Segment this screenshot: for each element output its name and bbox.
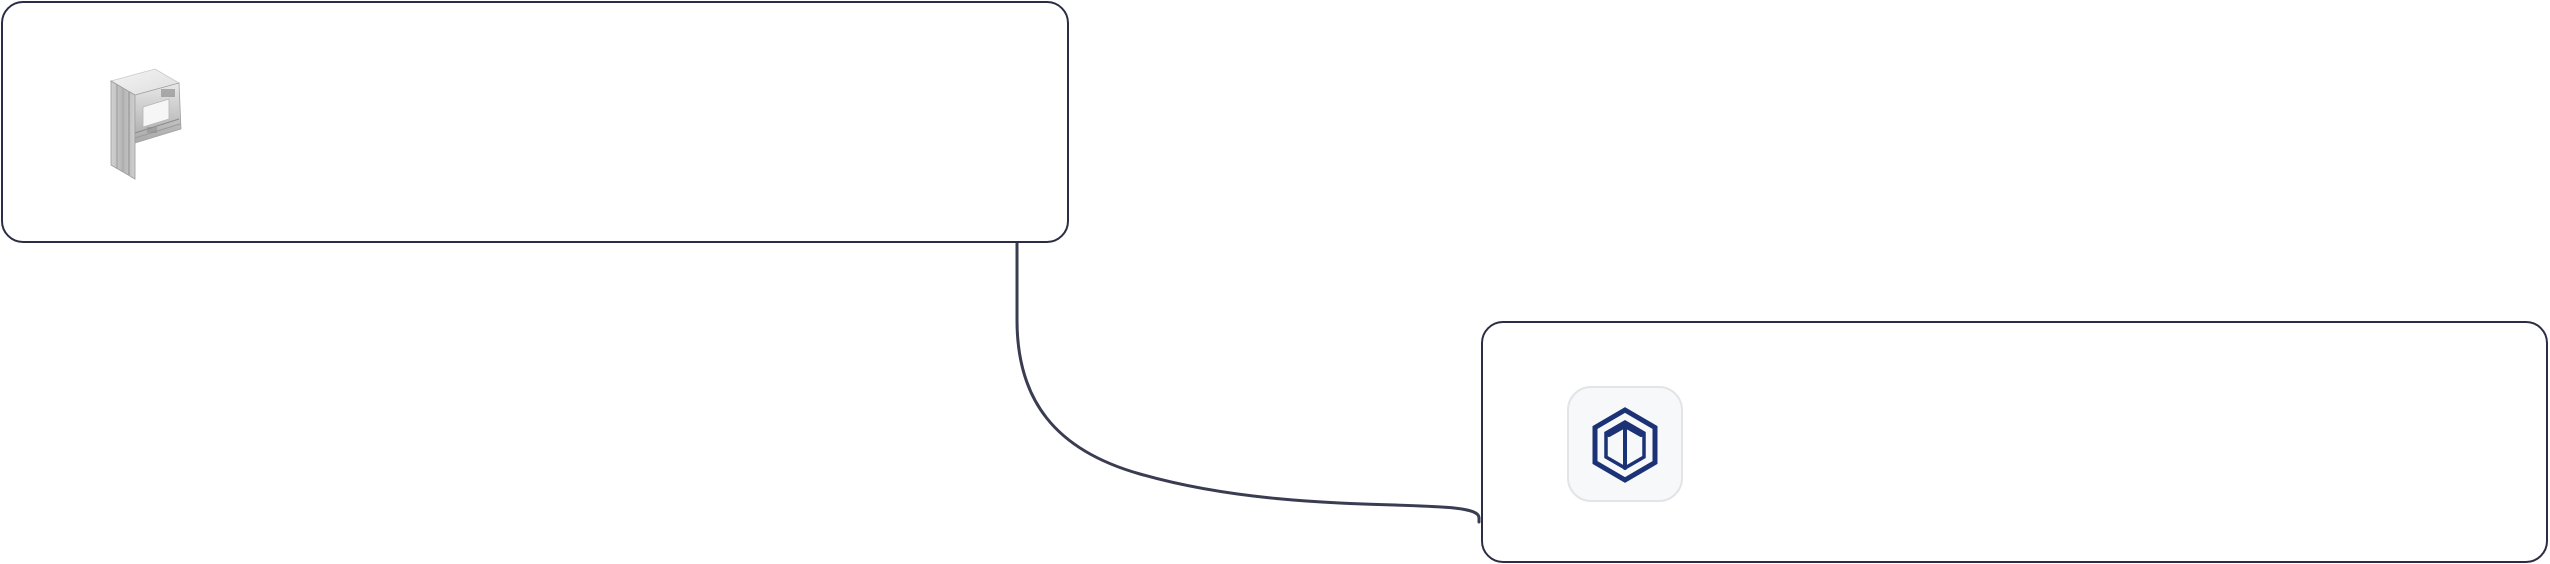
node-source-card[interactable]: [1, 1, 1069, 243]
cube-p-logo-icon: [107, 67, 189, 183]
hexagon-t-logo-icon: [1567, 386, 1683, 502]
edge-source-to-target: [1015, 241, 1481, 524]
node-target-card[interactable]: [1481, 321, 2548, 563]
